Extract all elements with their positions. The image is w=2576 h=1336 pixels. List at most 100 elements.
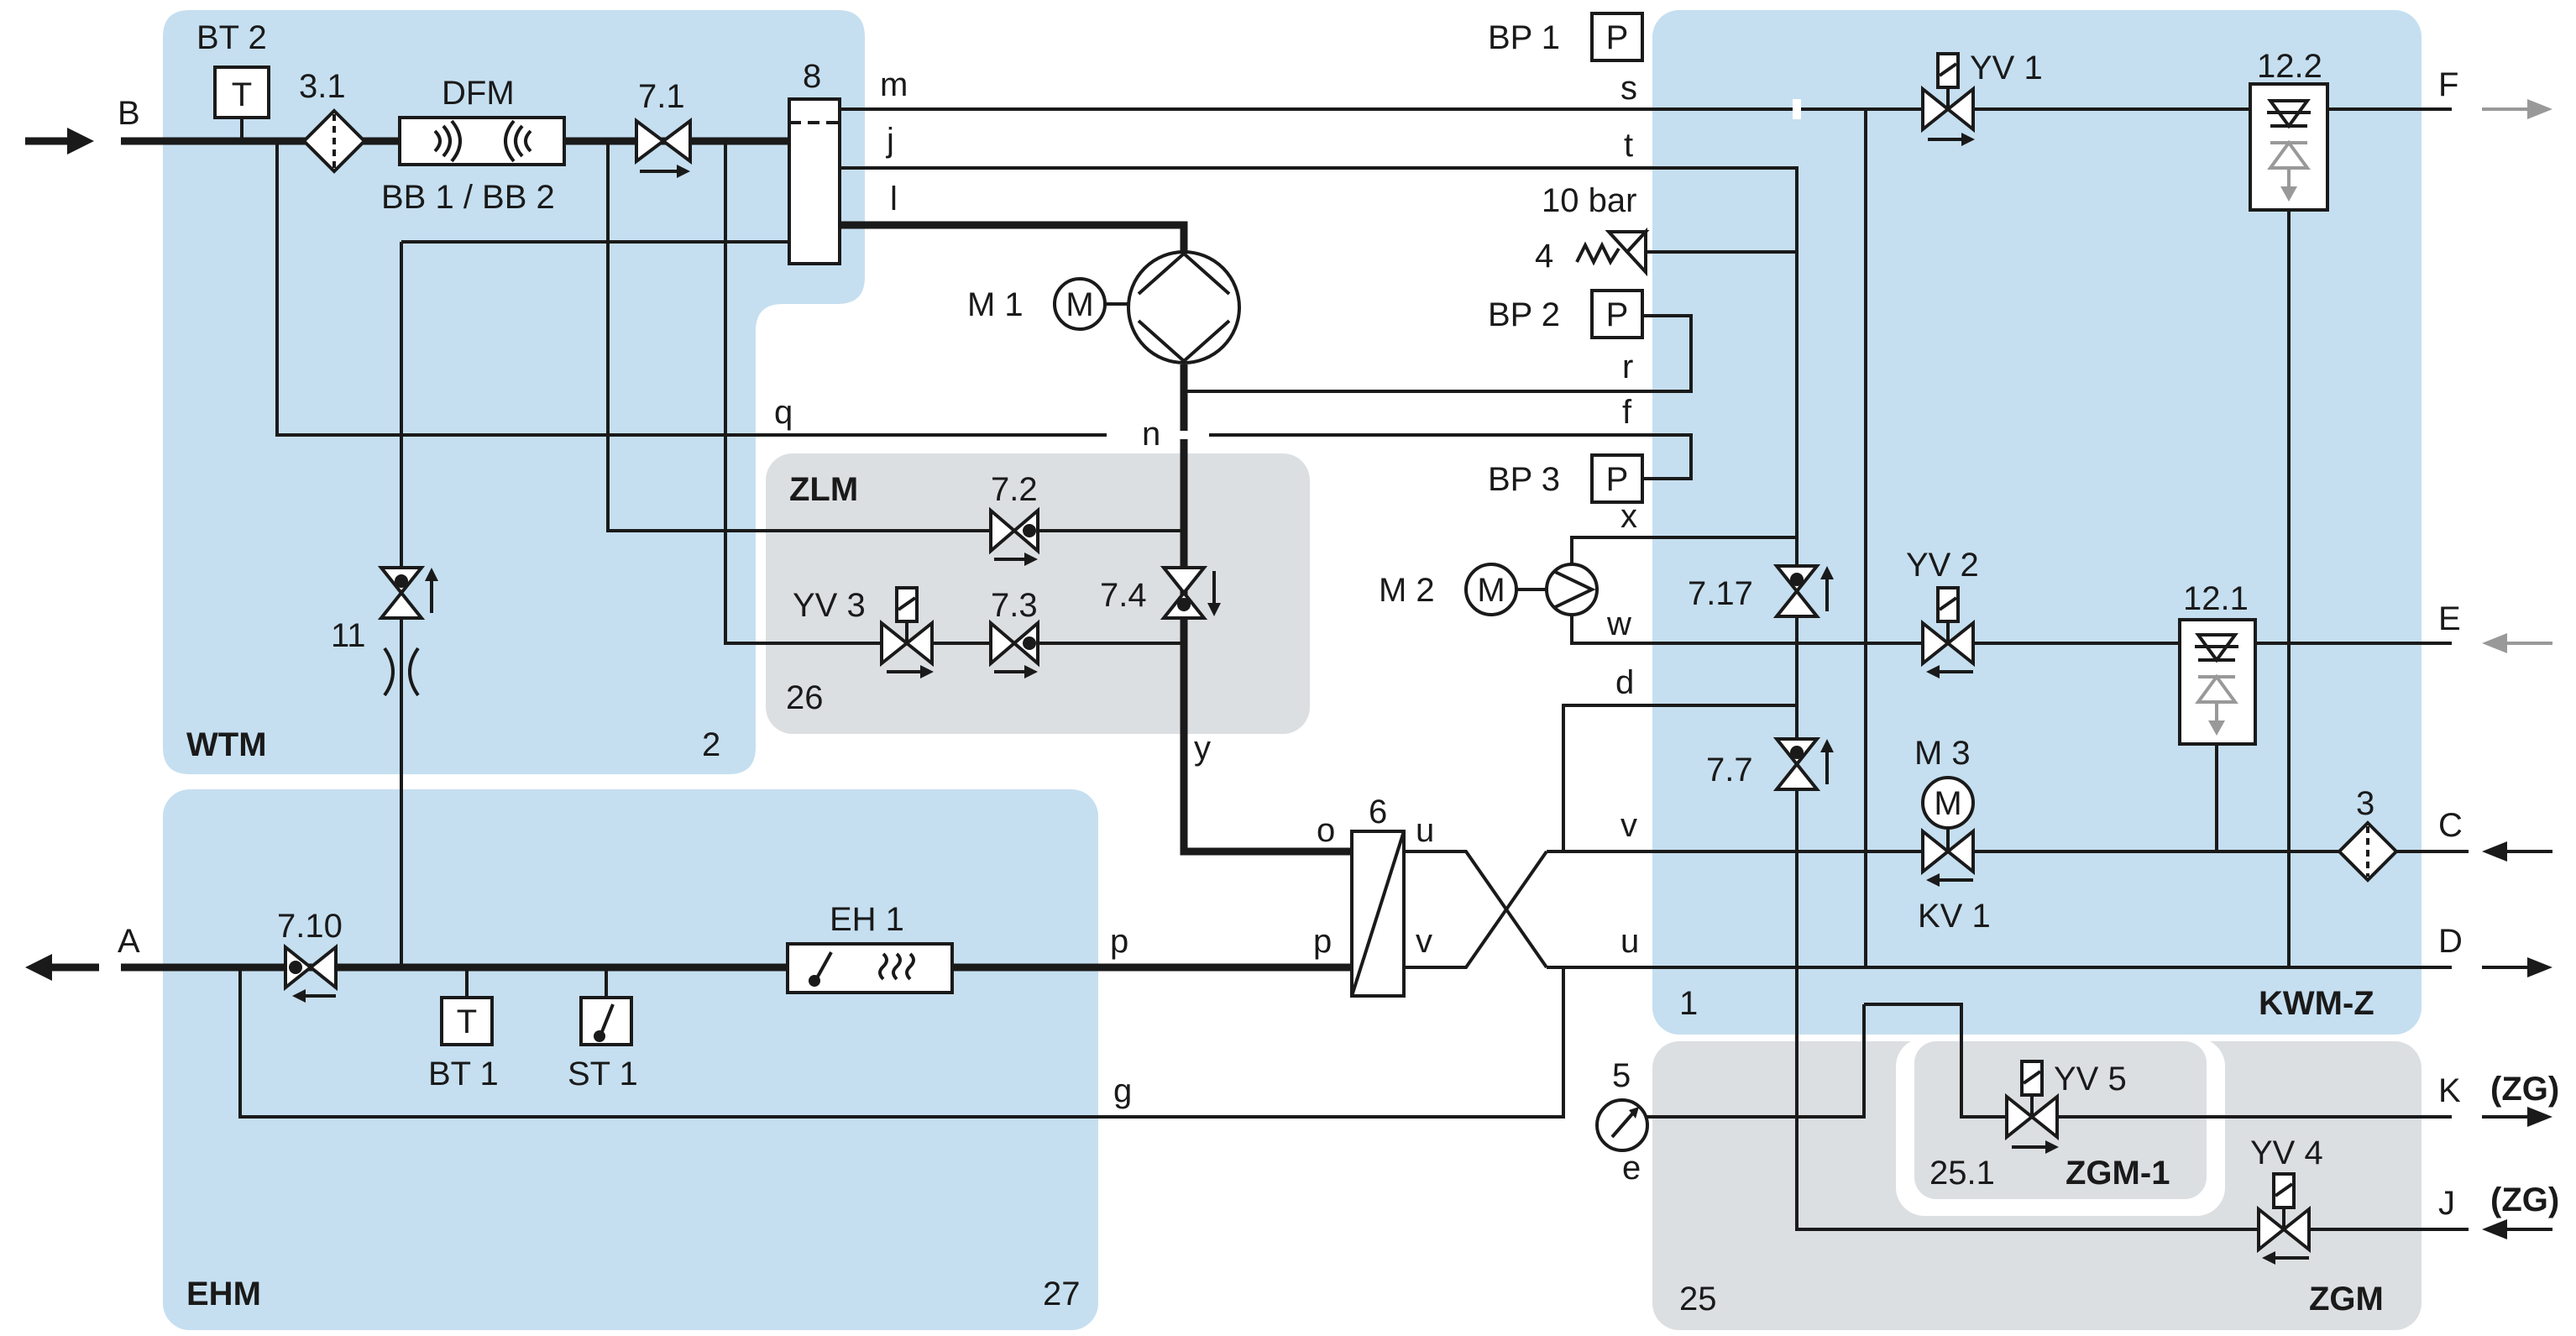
gauge-5-label: 5 bbox=[1612, 1057, 1631, 1094]
flow-meter-dfm-label: DFM bbox=[442, 75, 515, 112]
strainer-3-label: 3 bbox=[2356, 785, 2374, 822]
letter-p-hx: p bbox=[1313, 923, 1332, 960]
pipe-r bbox=[1184, 314, 1693, 393]
letter-f: f bbox=[1622, 394, 1632, 431]
valve-7-1: 7.1 bbox=[635, 78, 692, 178]
valve-7-7-label: 7.7 bbox=[1706, 752, 1753, 789]
flow-meter-bb-label: BB 1 / BB 2 bbox=[381, 179, 555, 216]
valve-yv4-label: YV 4 bbox=[2250, 1134, 2323, 1171]
valve-kv1: M M 3 KV 1 bbox=[1914, 735, 1991, 935]
zone-zlm bbox=[766, 453, 1310, 734]
pipe-e bbox=[1646, 1004, 1866, 1119]
valve-yv2: YV 2 bbox=[1906, 547, 1979, 678]
letter-v-right: v bbox=[1620, 807, 1637, 844]
valve-7-17-label: 7.17 bbox=[1688, 575, 1753, 612]
port-labels: B A F E C D K (ZG) J (ZG) bbox=[118, 66, 2559, 1222]
letter-e: e bbox=[1622, 1150, 1641, 1187]
letter-y: y bbox=[1194, 730, 1211, 767]
valve-7-2: 7.2 bbox=[989, 471, 1039, 566]
separator-8: 8 bbox=[788, 58, 841, 265]
line-letters: m j l s t r f q n x w y d o u v p v u p … bbox=[774, 66, 1641, 1187]
pump-m1: M M 1 bbox=[967, 250, 1241, 364]
outlet-arrow-d bbox=[2482, 957, 2552, 977]
port-k: K bbox=[2438, 1072, 2461, 1109]
pipe-f-bp3 bbox=[1641, 447, 1693, 480]
valve-yv5-label: YV 5 bbox=[2054, 1061, 2127, 1098]
gauge-5: 5 bbox=[1595, 1057, 1649, 1152]
zone-kwm-number: 1 bbox=[1679, 985, 1698, 1022]
sensor-st1-label: ST 1 bbox=[568, 1056, 638, 1092]
pump-m1-motor-symbol: M bbox=[1065, 286, 1093, 323]
port-d: D bbox=[2438, 923, 2463, 960]
zone-zgm-name: ZGM bbox=[2309, 1281, 2384, 1318]
sensor-bp1-label: BP 1 bbox=[1488, 19, 1560, 56]
zone-ehm-number: 27 bbox=[1043, 1276, 1081, 1312]
sensor-bt1-symbol: T bbox=[457, 1003, 477, 1040]
letter-u-right: u bbox=[1620, 923, 1639, 960]
valve-yv5: YV 5 bbox=[2005, 1060, 2127, 1154]
pipe-pump-down bbox=[1180, 364, 1352, 856]
zone-zlm-number: 26 bbox=[786, 679, 824, 716]
sensor-bp3-symbol: P bbox=[1606, 461, 1629, 498]
outlet-arrow-f bbox=[2482, 99, 2552, 119]
heat-exchanger-6: 6 bbox=[1350, 794, 1406, 998]
valve-7-4-label: 7.4 bbox=[1100, 577, 1147, 614]
zone-zgm1 bbox=[1914, 1041, 2207, 1199]
valve-yv2-label: YV 2 bbox=[1906, 547, 1979, 584]
letter-m: m bbox=[880, 66, 908, 103]
pipe-g bbox=[238, 967, 1565, 1119]
letter-r: r bbox=[1622, 348, 1633, 385]
zone-kwm bbox=[1652, 10, 2422, 1035]
unit-12-2-label: 12.2 bbox=[2257, 48, 2322, 85]
sensor-bt1: T BT 1 bbox=[428, 967, 499, 1092]
pipe-hx-u bbox=[1404, 850, 1548, 969]
heat-exchanger-6-label: 6 bbox=[1369, 794, 1387, 830]
pipe-w bbox=[1570, 613, 1923, 645]
valve-7-4: 7.4 bbox=[1100, 566, 1221, 620]
zone-ehm bbox=[163, 789, 1098, 1330]
port-j: J bbox=[2438, 1185, 2455, 1222]
valve-kv1-motor-symbol: M bbox=[1934, 785, 1961, 822]
inlet-arrow-j bbox=[2482, 1219, 2552, 1239]
valve-yv3-label: YV 3 bbox=[793, 587, 866, 624]
zone-kwm-name: KWM-Z bbox=[2259, 985, 2374, 1022]
zone-wtm-number: 2 bbox=[702, 726, 720, 763]
zone-ehm-name: EHM bbox=[186, 1276, 261, 1312]
letter-d: d bbox=[1615, 664, 1634, 701]
pipe-loop-bt2 bbox=[275, 141, 1108, 437]
letter-p-line: p bbox=[1110, 923, 1128, 960]
sensor-bt2-symbol: T bbox=[232, 76, 252, 113]
valve-7-17: 7.17 bbox=[1688, 564, 1834, 618]
relief-valve-4-pressure: 10 bar bbox=[1542, 182, 1636, 219]
unit-12-1: 12.1 bbox=[2178, 580, 2257, 746]
port-arrows bbox=[25, 99, 2552, 1239]
valve-yv1-label: YV 1 bbox=[1970, 50, 2043, 86]
valve-kv1-m3-label: M 3 bbox=[1914, 735, 1971, 772]
unit-12-2: 12.2 bbox=[2249, 48, 2329, 212]
inlet-arrow-e bbox=[2482, 633, 2552, 653]
sensor-bp2-label: BP 2 bbox=[1488, 296, 1560, 333]
valve-yv4: YV 4 bbox=[2250, 1134, 2323, 1265]
zone-zlm-name: ZLM bbox=[789, 471, 858, 508]
strainer-3-1-label: 3.1 bbox=[299, 68, 346, 105]
sensor-bt2: T BT 2 bbox=[196, 19, 270, 141]
pump-m2: M M 2 bbox=[1379, 563, 1599, 616]
strainer-3: 3 bbox=[2337, 785, 2399, 883]
zone-wtm-name: WTM bbox=[186, 726, 267, 763]
pump-m1-label: M 1 bbox=[967, 286, 1024, 323]
pipe-hx-v bbox=[1404, 850, 1548, 969]
pipe-loop-n bbox=[1206, 433, 1693, 447]
pipe-zgm1 bbox=[1864, 1003, 2007, 1119]
valve-kv1-label: KV 1 bbox=[1918, 898, 1991, 935]
sensor-bp3-label: BP 3 bbox=[1488, 461, 1560, 498]
valve-7-10: 7.10 bbox=[277, 908, 343, 1003]
valve-11: 11 bbox=[331, 566, 438, 697]
sensor-bp3: P BP 3 bbox=[1488, 453, 1644, 504]
port-b: B bbox=[118, 95, 140, 132]
letter-g: g bbox=[1113, 1072, 1132, 1109]
letter-q: q bbox=[774, 394, 793, 431]
pipe-j-t bbox=[840, 166, 2267, 1231]
port-j-zg: (ZG) bbox=[2490, 1181, 2559, 1218]
heater-eh1-label: EH 1 bbox=[830, 901, 904, 938]
